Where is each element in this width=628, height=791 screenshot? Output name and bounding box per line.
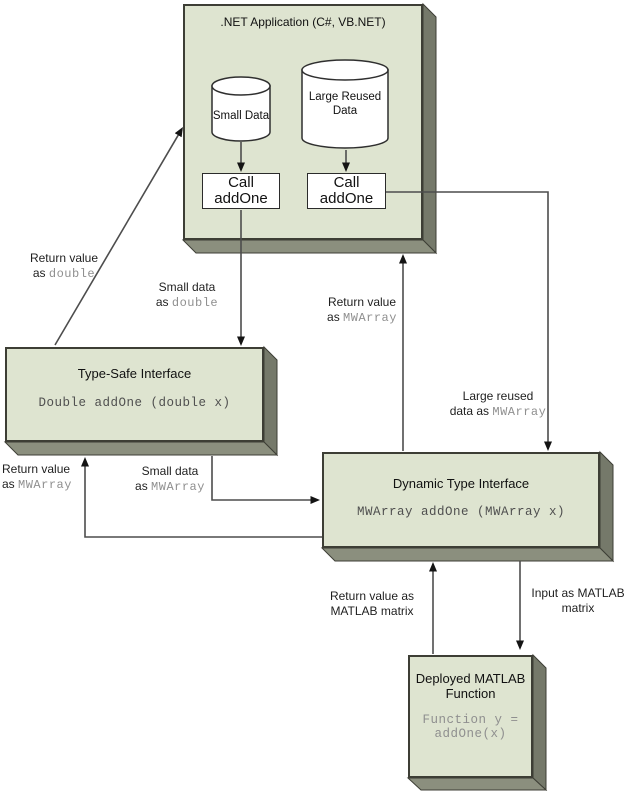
label-return-value-as-double: Return value as double — [8, 251, 120, 282]
call-addone-left-box: Call addOne — [202, 173, 280, 209]
deployed-fn-side-right — [532, 653, 547, 791]
type-safe-side-right — [263, 345, 278, 457]
label-line: MATLAB matrix — [330, 604, 414, 618]
label-small-data-as-double: Small data as double — [131, 280, 243, 311]
small-data-store-label: Small Data — [212, 110, 270, 122]
label-line: Return value — [29, 251, 99, 265]
label-line: as double — [155, 295, 219, 310]
type-safe-signature: Double addOne (double x) — [38, 396, 231, 410]
type-safe-side-bottom — [3, 441, 279, 456]
label-line: Return value — [2, 462, 71, 476]
dynamic-type-side-bottom — [320, 547, 615, 562]
arrow-small-data-as-mwarray — [211, 456, 320, 504]
label-line: data as MWArray — [449, 404, 547, 419]
deployed-fn-side-bottom — [406, 777, 548, 791]
call-addone-right-box: Call addOne — [307, 173, 386, 209]
call-addone-right-label: Call addOne — [319, 174, 374, 207]
label-line: Small data — [158, 280, 216, 294]
label-line: as MWArray — [135, 479, 205, 494]
dynamic-type-signature: MWArray addOne (MWArray x) — [356, 505, 566, 519]
label-line: Small data — [141, 464, 199, 478]
arrow-return-value-as-double — [54, 127, 183, 346]
dynamic-type-box: Dynamic Type Interface MWArray addOne (M… — [322, 452, 600, 548]
type-safe-title: Type-Safe Interface — [77, 366, 192, 381]
net-app-side-bottom — [181, 239, 438, 254]
label-line: Return value — [327, 295, 397, 309]
label-return-value-as-mwarray-right: Return value as MWArray — [306, 295, 418, 326]
label-input-as-matlab-matrix: Input as MATLAB matrix — [517, 586, 628, 616]
label-line: as double — [32, 266, 96, 281]
label-line: Return value as — [329, 589, 415, 603]
label-line: Large reused — [462, 389, 534, 403]
label-large-reused-data-as-mwarray: Large reused data as MWArray — [437, 389, 559, 420]
label-small-data-as-mwarray: Small data as MWArray — [114, 464, 226, 495]
label-line: as MWArray — [2, 477, 72, 492]
large-data-store-label: Large Reused Data — [308, 91, 382, 117]
label-line: as MWArray — [327, 310, 397, 325]
deployed-fn-signature: Function y = addOne(x) — [422, 713, 519, 741]
type-safe-box: Type-Safe Interface Double addOne (doubl… — [5, 347, 264, 442]
net-app-title: .NET Application (C#, VB.NET) — [220, 15, 386, 29]
label-return-value-as-matlab-matrix: Return value as MATLAB matrix — [312, 589, 432, 619]
dynamic-type-title: Dynamic Type Interface — [392, 476, 530, 491]
label-return-value-as-mwarray-left: Return value as MWArray — [2, 462, 106, 493]
call-addone-left-label: Call addOne — [214, 174, 268, 207]
label-line: matrix — [561, 601, 595, 615]
deployed-fn-box: Deployed MATLAB Function Function y = ad… — [408, 655, 533, 778]
dynamic-type-side-right — [599, 450, 614, 563]
deployed-fn-title: Deployed MATLAB Function — [415, 671, 526, 701]
net-app-side-right — [422, 2, 437, 255]
label-line: Input as MATLAB — [531, 586, 625, 600]
